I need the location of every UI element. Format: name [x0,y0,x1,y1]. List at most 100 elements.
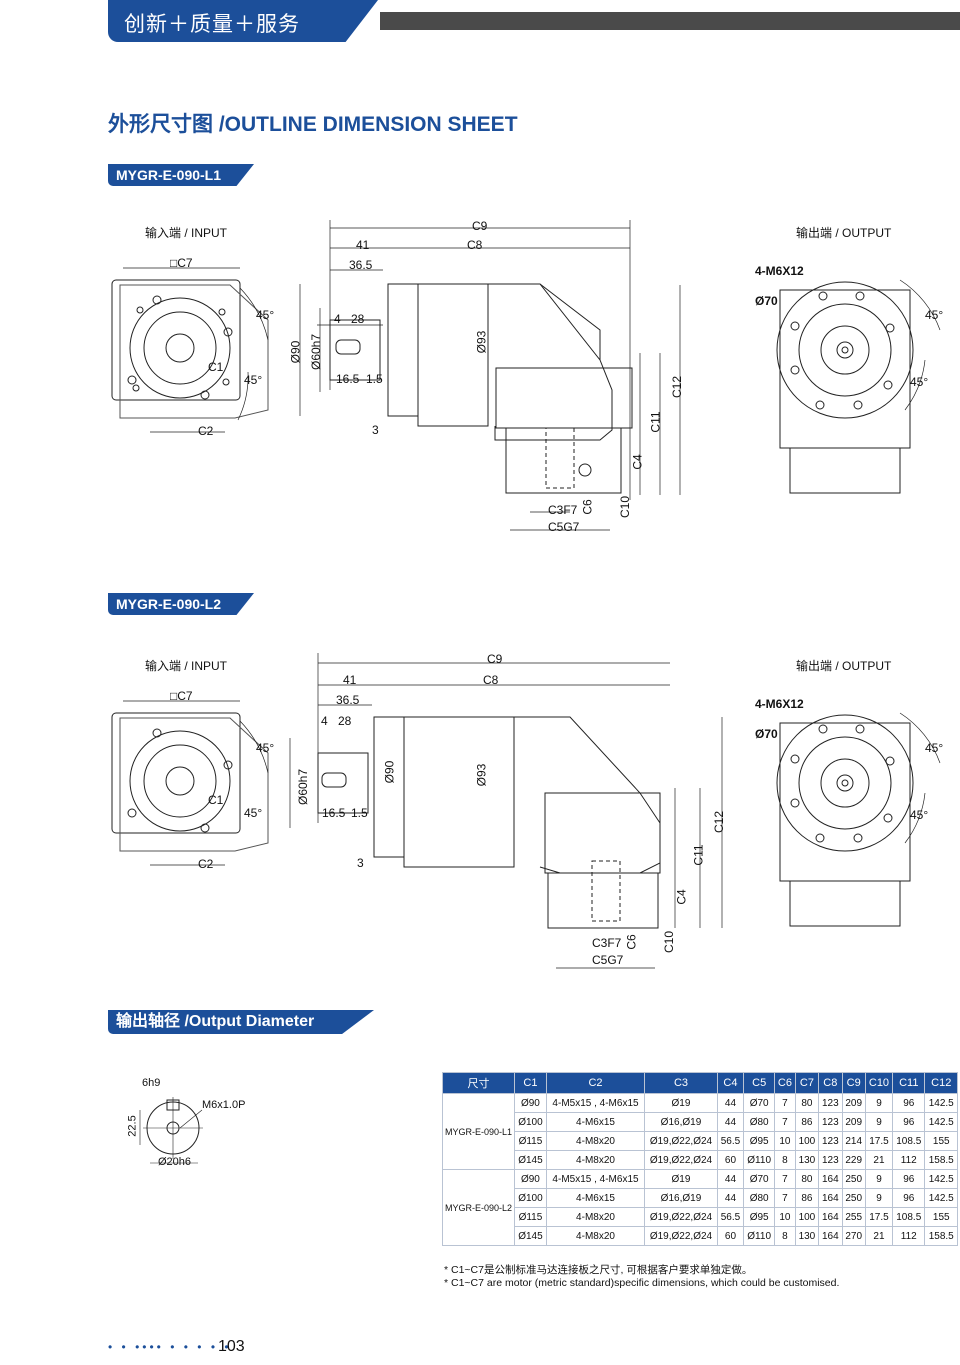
dim-45d-l2: 45° [910,808,929,822]
table-cell: 8 [774,1150,796,1170]
table-cell: 164 [818,1207,843,1227]
table-cell: Ø19 [644,1093,718,1113]
th-c6: C6 [774,1072,796,1094]
table-cell: 44 [716,1188,745,1208]
table-cell: 80 [794,1093,820,1113]
table-cell: 142.5 [924,1188,958,1208]
table-cell: 123 [818,1093,843,1113]
table-cell: 112 [892,1226,926,1246]
table-cell: Ø95 [743,1207,776,1227]
table-cell: 60 [716,1226,745,1246]
side-view-l2 [289,653,723,969]
table-cell: 10 [774,1207,796,1227]
table-cell: 86 [794,1112,820,1132]
dim-45c-l1: 45° [925,308,944,322]
dim-c5-l1: C5G7 [548,520,580,534]
table-cell: 56.5 [716,1207,745,1227]
th-c7: C7 [794,1072,820,1094]
table-cell: 164 [818,1188,843,1208]
dim-d60-l2: Ø60h7 [296,768,311,806]
dim-d70-l1: Ø70 [755,294,778,308]
dim-d90-l1: Ø90 [288,340,303,364]
model-tag-l2: MYGR-E-090-L2 [108,593,254,615]
shaft-dim-6h9: 6h9 [142,1077,161,1089]
dim-45b-l1: 45° [244,373,263,387]
table-cell: 250 [841,1188,866,1208]
dim-41-l1: 41 [356,238,370,252]
table-cell: 44 [716,1169,745,1189]
table-cell: 123 [818,1112,843,1132]
dim-c7-l2: □C7 [170,689,193,703]
dim-c1-l2: C1 [208,793,224,807]
th-size: 尺寸 [441,1072,516,1094]
table-cell: Ø19,Ø22,Ø24 [644,1207,718,1227]
shaft-dim-m6: M6x1.0P [202,1099,246,1111]
table-cell: 60 [716,1150,745,1170]
table-cell: 4-M8x20 [545,1226,646,1246]
dim-c10-l2: C10 [662,930,677,954]
dim-m6x12-l2: 4-M6X12 [755,697,804,711]
table-cell: 123 [818,1150,843,1170]
table-model-cell: MYGR-E-090-L1 [441,1093,516,1170]
dim-28-l2: 28 [338,714,352,728]
dim-4-l2: 4 [321,714,328,728]
dim-45c-l2: 45° [925,741,944,755]
table-cell: 250 [841,1169,866,1189]
output-label-l2: 输出端 / OUTPUT [796,659,892,673]
table-cell: 9 [864,1093,894,1113]
table-cell: 158.5 [924,1150,958,1170]
table-cell: 130 [794,1226,820,1246]
dim-4-l1: 4 [334,312,341,326]
note-cn: * C1~C7是公制标准马达连接板之尺寸, 可根据客户要求单独定做。 [444,1264,753,1276]
dim-c5-l2: C5G7 [592,953,624,967]
th-c10: C10 [864,1072,894,1094]
dim-c12-l2: C12 [712,810,727,834]
input-label-l1: 输入端 / INPUT [145,226,228,240]
table-cell: Ø110 [743,1226,776,1246]
table-cell: 7 [774,1112,796,1132]
dim-c3-l2: C3F7 [592,936,622,950]
header-banner-text: 创新＋质量＋服务 [124,13,300,36]
table-cell: 96 [892,1188,926,1208]
table-header-row: 尺寸 C1 C2 C3 C4 C5 C6 C7 C8 C9 C10 C11 C1… [441,1072,958,1094]
dim-45a-l1: 45° [256,308,275,322]
dim-c11-l2: C11 [691,844,706,866]
dim-c6-l1: C6 [580,499,595,515]
table-cell: 96 [892,1169,926,1189]
dim-15-l1: 1.5 [366,372,383,386]
shaft-dim-d20: Ø20h6 [158,1156,192,1168]
th-c2: C2 [545,1072,646,1094]
footer-dots: • • •••• • • • • • [108,1340,232,1354]
dim-45d-l1: 45° [910,375,929,389]
table-cell: 9 [864,1169,894,1189]
table-cell: 96 [892,1112,926,1132]
table-cell: 164 [818,1226,843,1246]
dim-365-l2: 36.5 [336,693,360,707]
dim-41-l2: 41 [343,673,357,687]
table-cell: 96 [892,1093,926,1113]
th-c12: C12 [924,1072,958,1094]
dim-45a-l2: 45° [256,741,275,755]
table-cell: 158.5 [924,1226,958,1246]
model-tag-l1: MYGR-E-090-L1 [108,164,254,186]
table-cell: 108.5 [892,1207,926,1227]
dim-28-l1: 28 [351,312,365,326]
table-cell: 123 [818,1131,843,1151]
table-cell: 108.5 [892,1131,926,1151]
table-cell: 100 [794,1131,820,1151]
output-view-l1 [776,279,941,494]
table-cell: 112 [892,1150,926,1170]
dim-c8-l2: C8 [483,673,499,687]
table-cell: 229 [841,1150,866,1170]
table-cell: Ø70 [743,1169,776,1189]
table-cell: Ø19,Ø22,Ø24 [644,1150,718,1170]
th-c9: C9 [841,1072,866,1094]
output-view-l2 [776,712,941,927]
drawing-l1 [111,220,941,531]
table-cell: Ø115 [514,1131,547,1151]
table-cell: Ø80 [743,1112,776,1132]
table-cell: 8 [774,1226,796,1246]
